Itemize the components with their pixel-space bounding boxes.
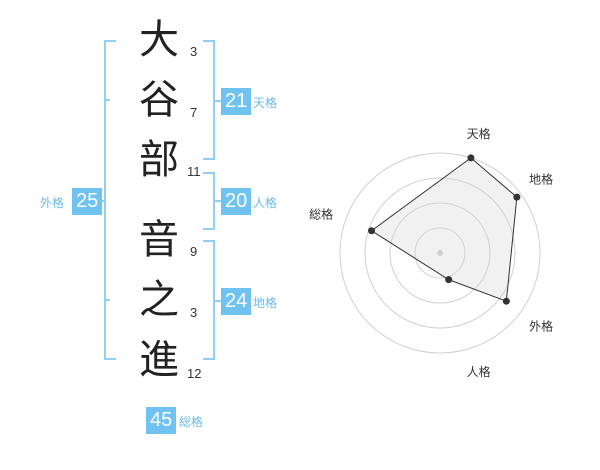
- radar-ring-2: [389, 202, 491, 304]
- name-char-3: 部: [139, 137, 179, 183]
- stroke-count-2: 7: [190, 105, 198, 120]
- radar-series: [368, 154, 521, 305]
- radar-grid: [339, 152, 541, 354]
- stroke-count-3: 11: [187, 164, 201, 179]
- radar-axis-label-4: 外格: [529, 318, 553, 333]
- name-char-4: 音: [139, 217, 179, 263]
- name-char-6: 進: [139, 337, 179, 383]
- radar-point-3: [513, 193, 521, 201]
- radar-polygon: [370, 157, 518, 302]
- name-char-2: 谷: [139, 77, 179, 123]
- name-char-1: 大: [139, 17, 179, 63]
- radar-ring-3: [364, 177, 516, 329]
- gaikaku-value: 25: [72, 188, 103, 215]
- radar-point-5: [445, 276, 453, 284]
- jinkaku-label: 人格: [253, 196, 278, 210]
- radar-point-1: [368, 227, 376, 235]
- radar-point-4: [502, 297, 510, 305]
- radar-axis-label-3: 地格: [529, 172, 553, 187]
- stroke-count-6: 12: [187, 366, 202, 381]
- chikaku-value: 24: [221, 288, 252, 315]
- radar-ring-4: [339, 152, 541, 354]
- stroke-count-5: 3: [190, 305, 198, 320]
- soukaku-value: 45: [146, 407, 177, 434]
- radar-center: [437, 250, 443, 256]
- radar-axis-label-1: 総格: [309, 206, 333, 221]
- radar-axis-label-5: 人格: [467, 364, 491, 379]
- name-char-5: 之: [139, 277, 179, 323]
- soukaku-label: 総格: [179, 415, 204, 429]
- stroke-count-4: 9: [190, 244, 198, 259]
- gaikaku-label: 外格: [40, 196, 65, 210]
- radar-ring-1: [414, 227, 466, 279]
- tenkaku-value: 21: [221, 88, 252, 115]
- chikaku-label: 地格: [253, 296, 278, 310]
- radar-point-2: [467, 154, 475, 162]
- tenkaku-label: 天格: [253, 96, 278, 110]
- jinkaku-value: 20: [221, 188, 252, 215]
- stroke-count-1: 3: [190, 44, 198, 59]
- radar-axis-label-2: 天格: [467, 126, 491, 141]
